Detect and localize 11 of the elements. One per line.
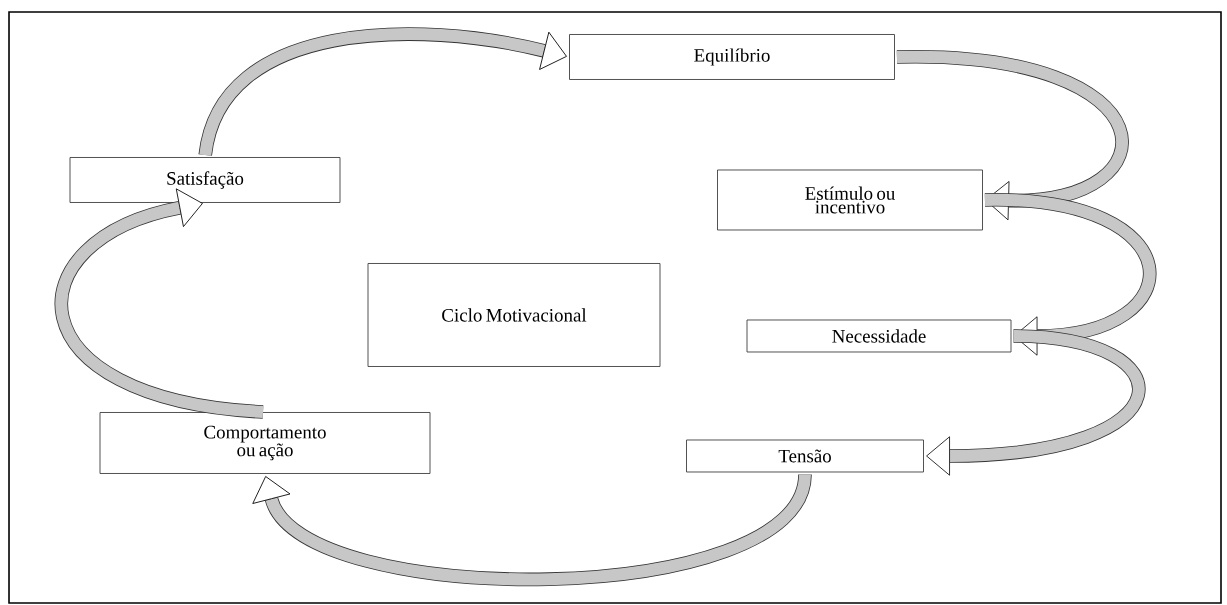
curved-arrow: [984, 193, 1156, 356]
text-box: Equilíbrio: [569, 34, 895, 80]
curved-arrow: [252, 472, 812, 586]
text-box: Tensão: [686, 439, 924, 473]
curved-arrow: [198, 27, 567, 157]
text-box: Comportamento ou ação: [99, 412, 431, 474]
text-box: Ciclo Motivacional: [367, 263, 661, 367]
text-box: Estímulo ou incentivo: [717, 169, 983, 231]
curved-arrow: [896, 50, 1129, 221]
curved-arrow: [55, 188, 264, 419]
curved-arrow: [926, 329, 1145, 476]
